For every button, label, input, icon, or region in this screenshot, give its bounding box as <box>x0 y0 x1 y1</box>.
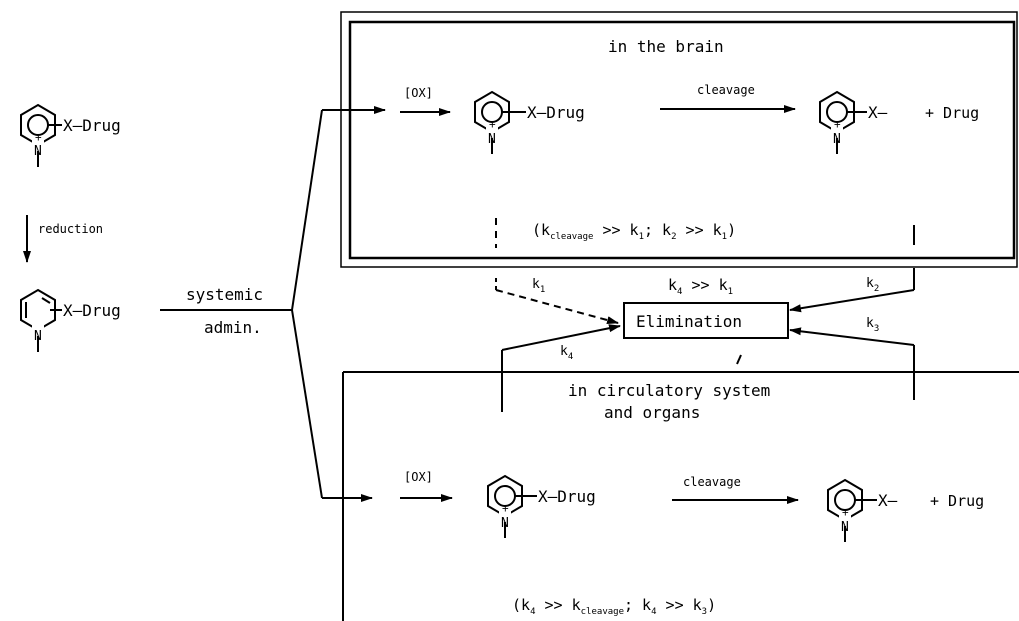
k1-label: k1 <box>532 277 545 295</box>
brain-ox-label: [OX] <box>404 86 433 100</box>
k3-path <box>789 327 915 400</box>
reduced-label: X—Drug <box>63 301 121 320</box>
brain-cation-label: X—Drug <box>527 103 585 122</box>
k2-path <box>789 225 915 313</box>
circ-product: N + X— + Drug <box>827 479 984 543</box>
circulatory-title-2: and organs <box>604 403 700 422</box>
elimination-box <box>623 302 789 339</box>
k4-k1-relation: k4 >> k1 <box>668 276 733 297</box>
svg-text:N: N <box>841 520 849 535</box>
svg-text:+: + <box>502 502 509 515</box>
circ-product-label: X— <box>878 491 898 510</box>
circ-ox-label: [OX] <box>404 470 433 484</box>
circ-plus-drug: + Drug <box>930 492 984 510</box>
svg-text:+: + <box>842 506 849 519</box>
brain-outer-box <box>340 11 1018 268</box>
k2-label: k2 <box>866 276 879 294</box>
circ-cation-label: X—Drug <box>538 487 596 506</box>
k1-path <box>495 218 619 324</box>
svg-text:+: + <box>834 118 841 131</box>
brain-rate-condition: (kcleavage >> k1; k2 >> k1) <box>532 221 736 242</box>
brain-inner-box <box>348 20 1016 260</box>
elimination-label: Elimination <box>636 312 742 331</box>
svg-text:N: N <box>501 516 509 531</box>
k3-label: k3 <box>866 316 879 334</box>
brain-cleavage-label: cleavage <box>697 83 755 97</box>
reduction-label: reduction <box>38 222 103 236</box>
dihydropyridine-prodrug: N X—Drug <box>20 289 292 353</box>
k4-label: k4 <box>560 344 573 362</box>
brain-pyridinium-drug: N + X—Drug <box>474 91 585 155</box>
circ-rate-condition: (k4 >> kcleavage; k4 >> k3) <box>512 596 716 617</box>
svg-text:N: N <box>833 132 841 147</box>
branch-lines <box>291 106 386 502</box>
ring-n: N <box>34 144 42 159</box>
brain-plus-drug: + Drug <box>925 104 979 122</box>
svg-text:N: N <box>488 132 496 147</box>
brain-product-label: X— <box>868 103 888 122</box>
circ-pyridinium-drug: N + X—Drug <box>487 475 596 539</box>
k4-path <box>501 324 621 412</box>
prodrug-label: X—Drug <box>63 116 121 135</box>
prodrug-pyridinium: N + X—Drug <box>20 104 121 168</box>
tick-mark <box>736 354 742 365</box>
ring-n: N <box>34 329 42 344</box>
circulatory-box <box>342 371 1019 621</box>
circ-cleavage-label: cleavage <box>683 475 741 489</box>
systemic-label: systemic <box>186 285 263 304</box>
svg-text:+: + <box>489 118 496 131</box>
admin-label: admin. <box>204 318 262 337</box>
ring-plus: + <box>35 131 42 144</box>
circulatory-title-1: in circulatory system <box>568 381 770 400</box>
brain-title: in the brain <box>608 37 724 56</box>
brain-product: N + X— + Drug <box>819 91 979 155</box>
